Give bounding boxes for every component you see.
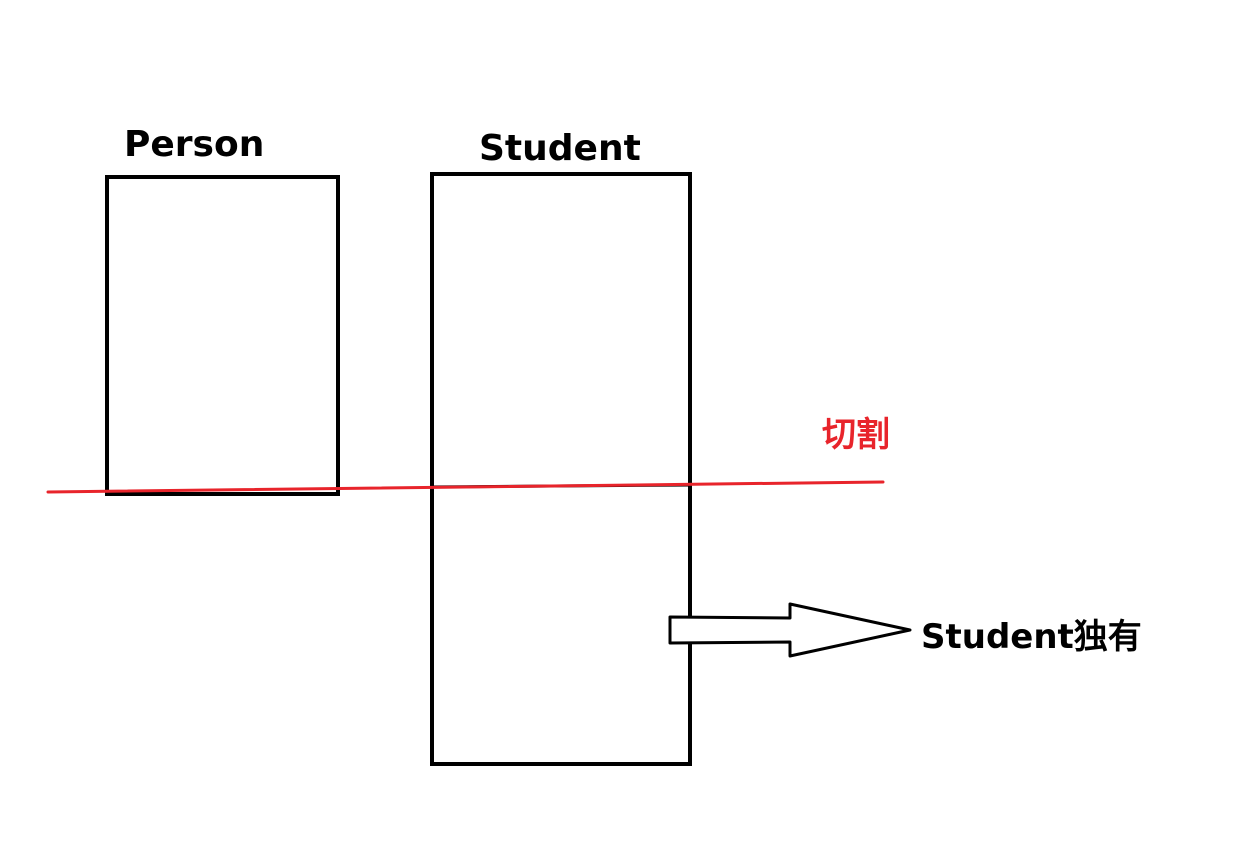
person-label: Person	[124, 124, 265, 165]
person-box	[105, 175, 340, 496]
hollow-arrow	[668, 602, 912, 658]
cut-line	[46, 480, 885, 494]
student-label: Student	[479, 128, 641, 169]
student-unique-label: Student独有	[921, 617, 1142, 657]
student-box	[430, 172, 692, 766]
cut-label: 切割	[822, 415, 890, 455]
